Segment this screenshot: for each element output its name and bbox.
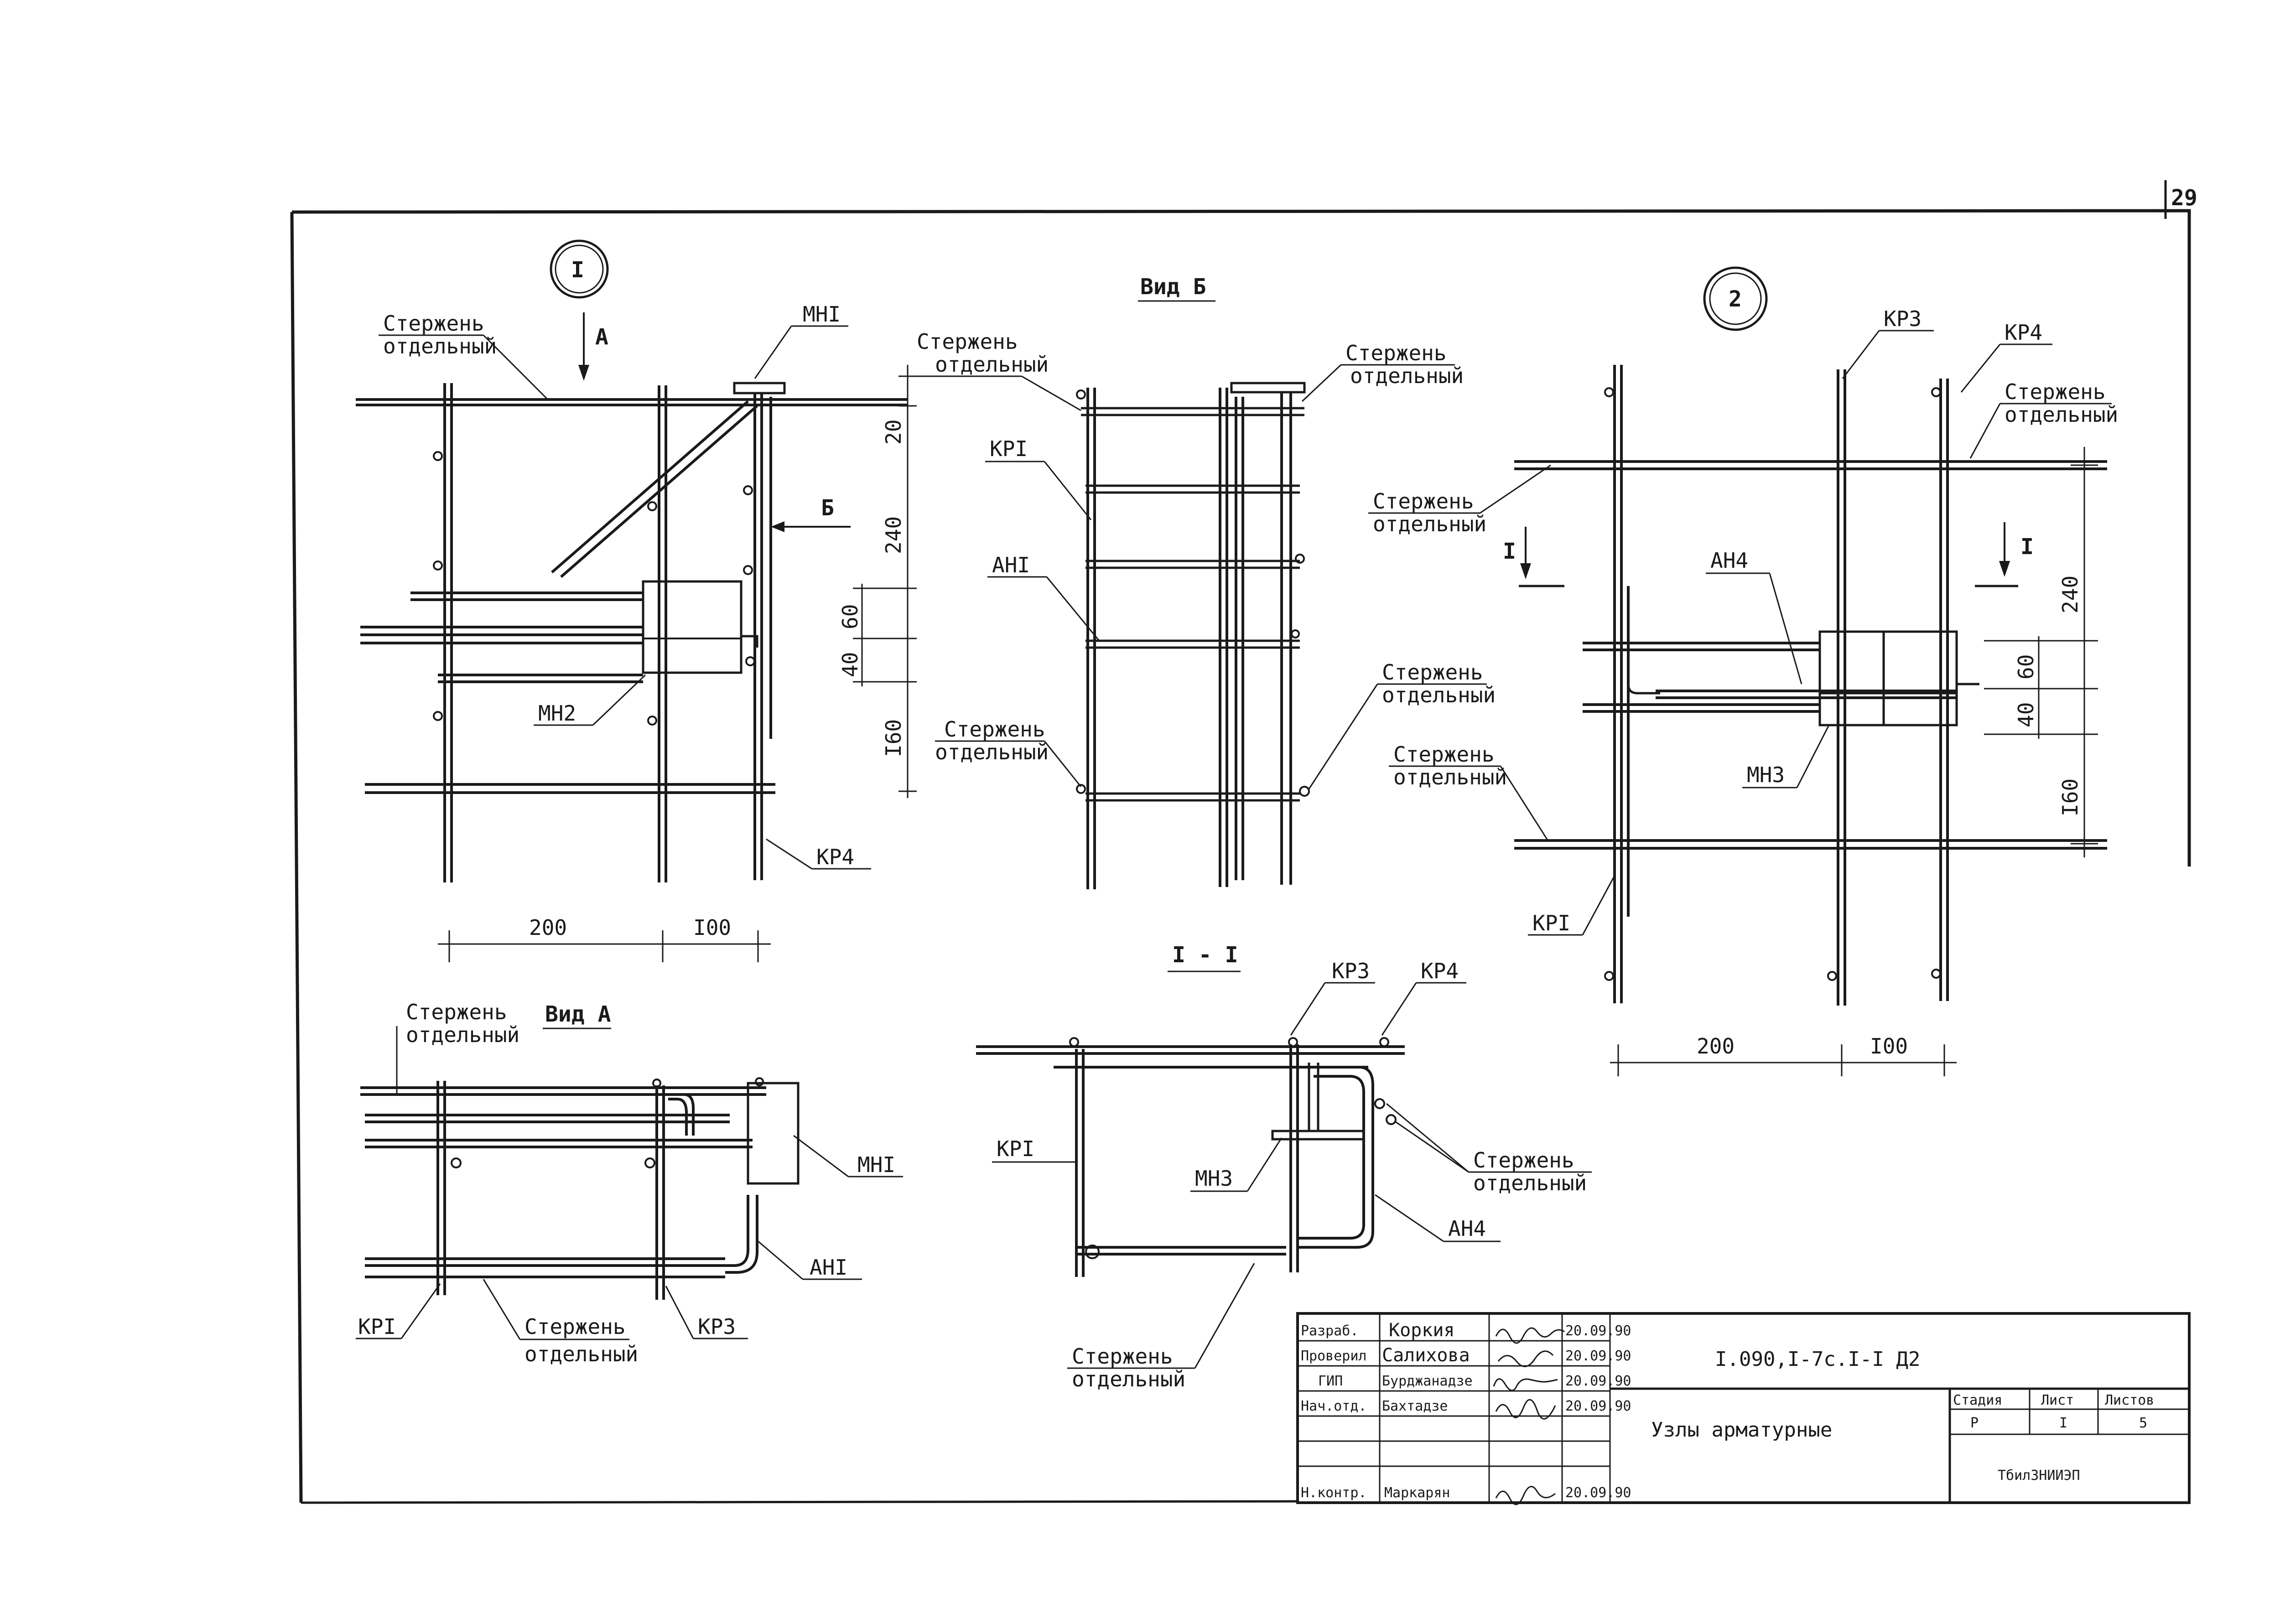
node-2-cut-left: I — [1503, 539, 1516, 564]
node-1-dim-100: I00 — [693, 915, 731, 940]
view-b-rod-tl-line2: отдельный — [935, 352, 1049, 377]
node-2-kp3-label: КР3 — [1884, 306, 1922, 331]
tb-name-1: Салихова — [1382, 1345, 1470, 1366]
view-b: Вид Б Стержень отдельный Стержень отдель… — [917, 274, 1496, 889]
signatures — [1493, 1327, 1565, 1505]
section-kp3-label: КР3 — [1332, 959, 1370, 983]
node-2-kp4-label: КР4 — [2005, 320, 2042, 345]
node-1-kp4-label: КР4 — [816, 845, 854, 869]
node-2-rod-tr-line2: отдельный — [2005, 402, 2118, 427]
tb-sheets-label: Листов — [2105, 1392, 2154, 1408]
node-2-rod-l-line1: Стержень — [1373, 489, 1474, 514]
view-a-rod-b-line2: отдельный — [525, 1342, 638, 1366]
view-a-title: Вид А — [545, 1001, 611, 1027]
node-1-mh1-label: МНI — [803, 302, 841, 327]
node-1-dim-60: 60 — [838, 604, 862, 629]
tb-sheets: 5 — [2139, 1415, 2147, 1431]
node-2-rod-l-line2: отдельный — [1373, 512, 1486, 536]
node-2-mh3-label: МН3 — [1747, 763, 1785, 787]
node-2-rod-bl-line2: отдельный — [1393, 765, 1507, 789]
view-b-rod-tr-line2: отдельный — [1350, 363, 1464, 388]
node-2-rod-tr-line1: Стержень — [2005, 379, 2106, 404]
title-block: Разраб. Коркия 20.09.90 Проверил Салихов… — [1296, 1312, 2191, 1505]
tb-code: I.090,I-7с.I-I Д2 — [1715, 1348, 1920, 1371]
node-1-dim-40: 40 — [838, 652, 862, 677]
section-rod-b-line2: отдельный — [1072, 1367, 1185, 1391]
tb-role-2: ГИП — [1318, 1373, 1343, 1389]
tb-name-0: Коркия — [1389, 1320, 1455, 1341]
node-2-ah4-label: АН4 — [1710, 548, 1748, 573]
node-1-mh2-label: МН2 — [538, 701, 576, 726]
tb-date-0: 20.09.90 — [1565, 1323, 1631, 1339]
node-1-marker: I — [571, 257, 584, 283]
tb-date-2: 20.09.90 — [1565, 1373, 1631, 1389]
node-2-dim-160: I60 — [2058, 778, 2083, 816]
section-i-i: I - I КР3 КР4 КРI — [976, 942, 1592, 1391]
node-2-rod-bl-line1: Стержень — [1393, 742, 1495, 767]
view-a-rod-t-line1: Стержень — [406, 1000, 507, 1024]
view-a-ah1-label: АНI — [810, 1255, 847, 1280]
tb-stage: Р — [1970, 1415, 1979, 1431]
section-mh3-label: МН3 — [1195, 1166, 1233, 1191]
view-b-ah1-label: АНI — [992, 553, 1030, 577]
section-kp4-label: КР4 — [1421, 959, 1459, 983]
tb-sheet: I — [2059, 1415, 2067, 1431]
view-a-kp1-label: КРI — [358, 1314, 396, 1339]
view-a-rod-t-line2: отдельный — [406, 1022, 519, 1047]
tb-org: ТбилЗНИИЭП — [1998, 1468, 2080, 1484]
node-2-dim-60: 60 — [2014, 654, 2038, 680]
tb-sheet-label: Лист — [2041, 1392, 2074, 1408]
node-1-arrow-a: А — [595, 324, 608, 350]
tb-role-3: Нач.отд. — [1301, 1398, 1367, 1414]
node-2-dim-200: 200 — [1697, 1034, 1735, 1058]
node-2-cut-right: I — [2020, 534, 2034, 560]
view-b-rod-tr-line1: Стержень — [1345, 341, 1447, 365]
view-b-rod-mr-line1: Стержень — [1382, 660, 1483, 685]
tb-name-2: Бурджанадзе — [1382, 1373, 1473, 1389]
tb-role-0: Разраб. — [1301, 1323, 1358, 1339]
tb-date-3: 20.09.90 — [1565, 1398, 1631, 1414]
node-2-dim-40: 40 — [2014, 702, 2038, 727]
view-b-rod-mr-line2: отдельный — [1382, 683, 1496, 707]
node-2-kp1-label: КРI — [1532, 911, 1570, 935]
view-b-rod-ml-line1: Стержень — [944, 717, 1045, 742]
page-number: 29 — [2171, 185, 2197, 211]
sheet-frame: 29 — [290, 180, 2197, 1504]
tb-name-6: Маркарян — [1384, 1485, 1450, 1501]
view-a: Стержень отдельный Вид А — [356, 1000, 903, 1366]
section-ah4-label: АН4 — [1448, 1216, 1486, 1241]
tb-stage-label: Стадия — [1953, 1392, 2002, 1408]
tb-description: Узлы арматурные — [1651, 1418, 1832, 1442]
view-b-rod-tl-line1: Стержень — [917, 329, 1018, 354]
view-a-rod-b-line1: Стержень — [525, 1314, 626, 1339]
node-2-dim-100: I00 — [1870, 1034, 1908, 1058]
node-1-dim-160: I60 — [881, 719, 906, 757]
section-rod-b-line1: Стержень — [1072, 1344, 1173, 1369]
node-1-rod-label-line2: отдельный — [383, 334, 497, 358]
node-1-rod-label-line1: Стержень — [383, 311, 484, 336]
section-rod-r-line2: отдельный — [1473, 1171, 1587, 1195]
tb-role-1: Проверил — [1301, 1348, 1367, 1364]
tb-role-6: Н.контр. — [1301, 1485, 1367, 1501]
node-1-detail: I А Стержень отдельный — [356, 239, 917, 962]
view-b-title: Вид Б — [1140, 274, 1206, 300]
tb-date-1: 20.09.90 — [1565, 1348, 1631, 1364]
node-1-arrow-b: Б — [821, 495, 834, 521]
node-2-dim-240: 240 — [2058, 576, 2083, 613]
section-kp1-label: КРI — [997, 1136, 1034, 1161]
node-1-dim-20: 20 — [881, 420, 906, 445]
node-2-detail: 2 КР3 КР4 Стержень отдельный — [1368, 266, 2118, 1076]
node-1-dim-200: 200 — [529, 915, 567, 940]
view-b-kp1-label: КРI — [990, 436, 1028, 461]
view-a-kp3-label: КР3 — [698, 1314, 736, 1339]
tb-name-3: Бахтадзе — [1382, 1398, 1448, 1414]
node-2-marker: 2 — [1729, 286, 1742, 312]
section-rod-r-line1: Стержень — [1473, 1148, 1574, 1173]
tb-date-6: 20.09.90 — [1565, 1485, 1631, 1501]
view-b-rod-ml-line2: отдельный — [935, 740, 1049, 764]
node-1-dim-240: 240 — [881, 516, 906, 554]
section-title: I - I — [1172, 942, 1238, 968]
view-a-mh1-label: МНI — [857, 1152, 895, 1177]
